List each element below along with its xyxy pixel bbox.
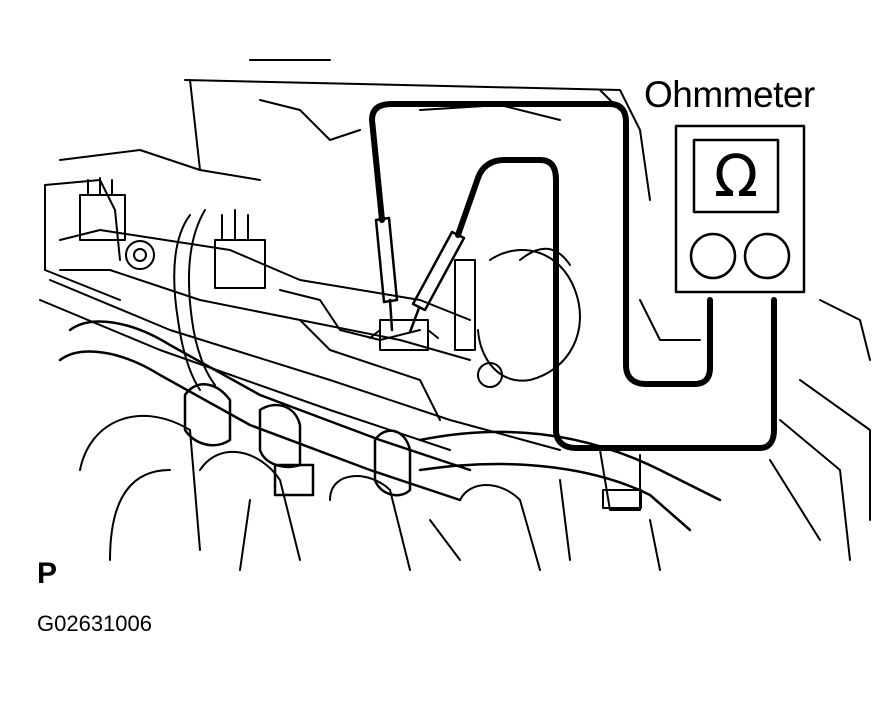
test-probe-left <box>374 216 399 332</box>
ohmmeter-icon <box>674 124 806 294</box>
meter-lead-1 <box>369 101 713 387</box>
ohmmeter-label: Ohmmeter <box>644 74 815 115</box>
figure-id-label: G02631006 <box>37 611 152 636</box>
sensor-connector <box>369 247 581 388</box>
meter-lead-2 <box>455 157 777 451</box>
front-hose <box>58 320 722 532</box>
intake-manifold <box>79 414 661 571</box>
view-code-label: P <box>37 557 58 590</box>
injector-connector-mid <box>173 209 266 391</box>
ohm-symbol: Ω <box>713 142 759 210</box>
injector-connector-left <box>79 177 155 270</box>
